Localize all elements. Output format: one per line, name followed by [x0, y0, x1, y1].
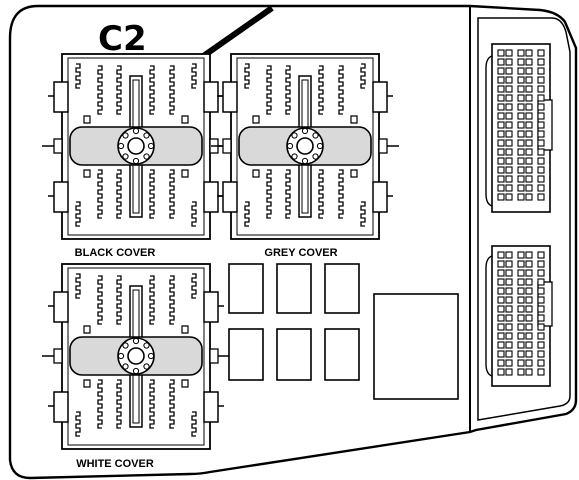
- black-cover-label: BLACK COVER: [75, 247, 156, 259]
- white-cover-label: WHITE COVER: [76, 458, 154, 470]
- relay-slot: [276, 263, 312, 314]
- relay-slot: [228, 263, 264, 314]
- upper-pin-connector: [485, 43, 553, 213]
- relay-slots: [228, 263, 459, 400]
- large-relay-slot: [373, 293, 459, 400]
- relay-slot: [276, 328, 312, 381]
- right-channel: [477, 17, 571, 421]
- black-cover-connector: [42, 54, 230, 239]
- lower-pin-connector: [485, 245, 553, 387]
- white-cover-connector: [42, 264, 230, 449]
- grey-cover-label: GREY COVER: [264, 247, 337, 259]
- grey-cover-connector: [211, 54, 399, 239]
- relay-slot: [228, 328, 264, 381]
- relay-slot: [324, 263, 360, 314]
- connector-title: C2: [98, 19, 147, 59]
- relay-slot: [324, 328, 360, 381]
